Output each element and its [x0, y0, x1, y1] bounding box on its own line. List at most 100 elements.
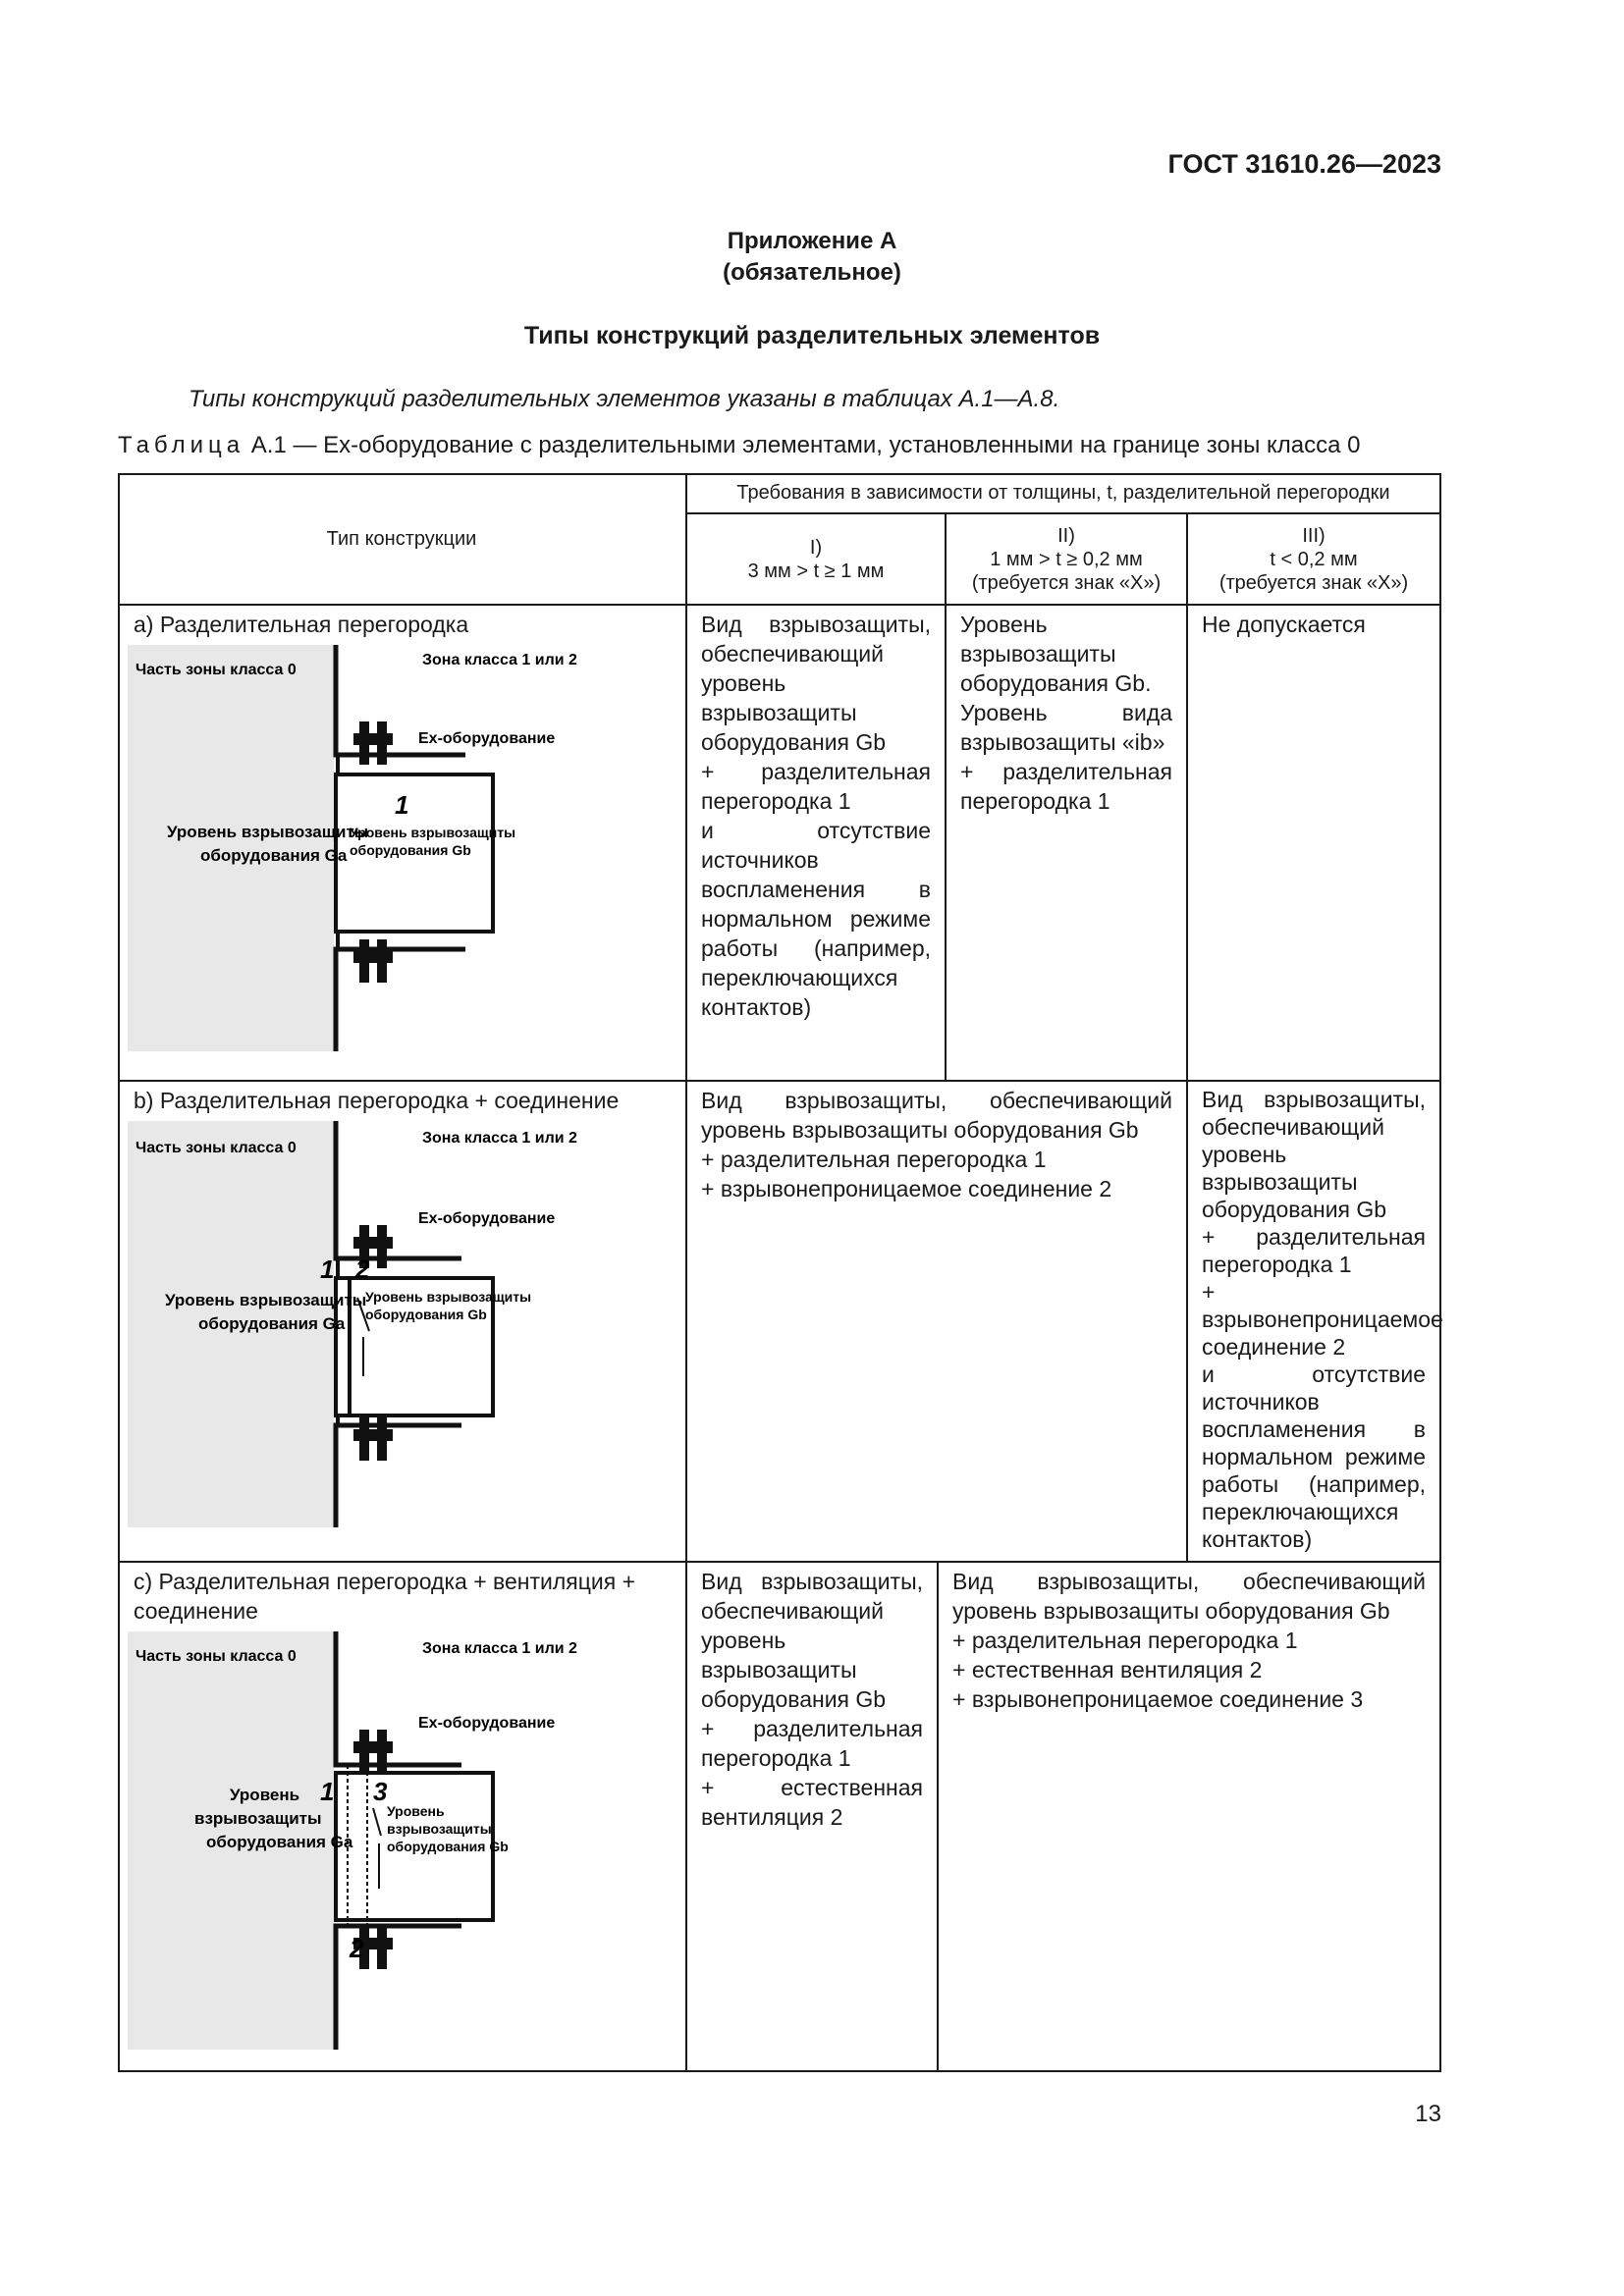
row-a-col2: Уровень взрывозащиты оборудования Gb. Ур…: [947, 606, 1186, 816]
table-rule: [945, 512, 947, 1082]
document-id: ГОСТ 31610.26—2023: [1167, 149, 1441, 179]
label-ga-2: оборудования Ga: [198, 1314, 346, 1333]
label-zone0: Часть зоны класса 0: [135, 662, 297, 678]
row-b-col3-line: + взрывонепроницаемое соединение 2: [1202, 1279, 1443, 1360]
table-border: [118, 473, 120, 2072]
row-c-col1-line: + разделительная перегородка 1: [701, 1716, 923, 1771]
label-gb-1: Уровень взрывозащиты: [365, 1289, 531, 1305]
label-zone12: Зона класса 1 или 2: [422, 1640, 577, 1657]
table-rule: [118, 604, 1441, 606]
col2-cond: 1 мм > t ≥ 0,2 мм: [990, 548, 1143, 570]
row-c-title: c) Разделительная перегородка + вентиляц…: [134, 1569, 636, 1624]
row-c-col23-line: + разделительная перегородка 1: [952, 1628, 1298, 1653]
label-gb-3: оборудования Gb: [387, 1839, 509, 1854]
label-zone0: Часть зоны класса 0: [135, 1140, 297, 1156]
header-type-label: Тип конструкции: [326, 527, 477, 550]
table-rule: [937, 1561, 939, 2072]
col2-num: II): [1057, 524, 1075, 547]
col1-cond: 3 мм > t ≥ 1 мм: [747, 560, 885, 582]
diagram-c: Часть зоны класса 0 Зона класса 1 или 2 …: [128, 1631, 577, 2050]
label-ex: Ex-оборудование: [418, 730, 555, 747]
flameproof-joint: [372, 1807, 382, 1889]
header-col-3: III) t < 0,2 мм (требуется знак «X»): [1188, 514, 1439, 604]
table-rule: [685, 473, 687, 2072]
row-a-col1-line: и отсутствие источников воспламенения в …: [701, 818, 931, 1020]
separation-elements-table: Тип конструкции Требования в зависимости…: [118, 473, 1443, 2072]
col3-num: III): [1302, 524, 1326, 547]
table-rule: [118, 1561, 1441, 1563]
label-ga-1: Уровень взрывозащиты: [165, 1291, 366, 1309]
label-gb-2: оборудования Gb: [365, 1307, 487, 1322]
label-ga-1: Уровень взрывозащиты: [167, 823, 368, 841]
number-2: 2: [354, 1255, 370, 1284]
label-ga-3: оборудования Ga: [206, 1833, 353, 1851]
row-b-col3-line: + разделительная перегородка 1: [1202, 1224, 1426, 1277]
label-gb-2: взрывозащиты: [387, 1821, 492, 1837]
row-a-col2-line: Уровень взрывозащиты оборудования Gb.: [960, 612, 1152, 696]
table-rule: [685, 512, 1441, 514]
row-a-col2-line: + разделительная перегородка 1: [960, 759, 1172, 814]
table-caption-label: Таблица: [118, 432, 245, 458]
ventilation-gap: [347, 1765, 368, 1926]
row-a-col1-line: Вид взрывозащиты, обеспечивающий уровень…: [701, 612, 931, 755]
label-zone12: Зона класса 1 или 2: [422, 1130, 577, 1147]
label-ga-2: взрывозащиты: [194, 1809, 322, 1828]
row-b-col3-line: и отсутствие источников воспламенения в …: [1202, 1362, 1426, 1552]
table-border: [118, 2070, 1441, 2072]
row-c-type: c) Разделительная перегородка + вентиляц…: [120, 1563, 685, 2070]
bolt-icon: [353, 721, 393, 765]
number-2: 2: [349, 1934, 364, 1963]
bolt-icon: [353, 1730, 393, 1773]
row-b-title: b) Разделительная перегородка + соединен…: [134, 1088, 620, 1113]
row-a-col3-text: Не допускается: [1202, 612, 1366, 637]
label-ex: Ex-оборудование: [418, 1210, 555, 1227]
annex-title: Приложение А: [727, 228, 897, 254]
number-3: 3: [373, 1777, 388, 1806]
row-a-title: a) Разделительная перегородка: [134, 612, 469, 637]
intro-text: Типы конструкций разделительных элементо…: [189, 386, 1060, 412]
diagram-b: Часть зоны класса 0 Зона класса 1 или 2 …: [128, 1121, 577, 1527]
row-b-col12-line: Вид взрывозащиты, обеспечивающий уровень…: [701, 1088, 1172, 1143]
label-gb-1: Уровень: [387, 1803, 445, 1819]
table-rule: [118, 1080, 1441, 1082]
zone-0-area: [128, 645, 334, 1051]
enclosure-wall: [333, 1631, 461, 2050]
bolt-icon: [353, 1417, 393, 1461]
header-requirements: Требования в зависимости от толщины, t, …: [687, 473, 1439, 512]
table-rule: [1186, 512, 1188, 1563]
row-a-type: a) Разделительная перегородка Часть зоны…: [120, 606, 685, 1080]
header-type: Тип конструкции: [118, 473, 685, 604]
row-a-col2-line: Уровень вида взрывозащиты «ib»: [960, 700, 1172, 755]
row-c-col23: Вид взрывозащиты, обеспечивающий уровень…: [939, 1563, 1439, 1714]
row-b-col3-line: Вид взрывозащиты, обеспечивающий уровень…: [1202, 1087, 1426, 1222]
col1-num: I): [809, 536, 823, 559]
row-a-col1-line: + разделительная перегородка 1: [701, 759, 931, 814]
zone-0-area: [128, 1121, 334, 1527]
row-a-col3: Не допускается: [1188, 606, 1439, 639]
header-col-2: II) 1 мм > t ≥ 0,2 мм (требуется знак «X…: [947, 514, 1186, 604]
row-c-col1-line: Вид взрывозащиты, обеспечивающий уровень…: [701, 1569, 923, 1712]
separation-partition: [334, 1276, 495, 1417]
label-gb-1: Уровень взрывозащиты: [350, 825, 515, 840]
table-border: [118, 473, 1441, 475]
separation-partition: [334, 773, 495, 934]
number-1: 1: [320, 1777, 334, 1806]
table-caption: Таблица А.1 — Ex-оборудование с разделит…: [118, 432, 1361, 459]
header-requirements-label: Требования в зависимости от толщины, t, …: [736, 482, 1390, 504]
row-b-col12: Вид взрывозащиты, обеспечивающий уровень…: [687, 1082, 1186, 1203]
diagram-a: Часть зоны класса 0 Зона класса 1 или 2 …: [128, 645, 577, 1051]
bolt-icon: [353, 939, 393, 983]
number-1: 1: [320, 1255, 334, 1284]
bolt-icon: [353, 1225, 393, 1268]
label-ga-1: Уровень: [230, 1786, 299, 1804]
row-b-type: b) Разделительная перегородка + соединен…: [120, 1082, 685, 1561]
col2-note: (требуется знак «X»): [971, 571, 1162, 594]
zone-0-area: [128, 1631, 334, 2050]
row-c-col23-line: + взрывонепроницаемое соединение 3: [952, 1686, 1364, 1712]
row-c-col1: Вид взрывозащиты, обеспечивающий уровень…: [687, 1563, 937, 1832]
label-gb-2: оборудования Gb: [350, 842, 471, 858]
row-b-col12-line: + разделительная перегородка 1: [701, 1147, 1047, 1172]
bolt-icon: [353, 1926, 393, 1969]
row-b-col12-line: + взрывонепроницаемое соединение 2: [701, 1176, 1112, 1201]
page-number: 13: [1415, 2101, 1441, 2127]
